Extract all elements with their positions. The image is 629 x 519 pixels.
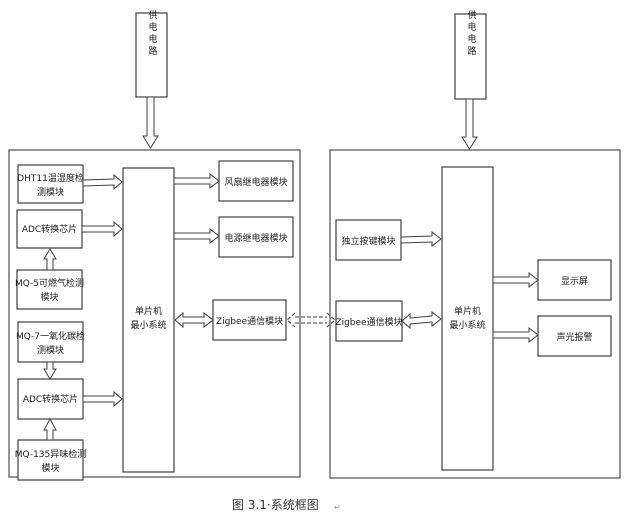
adc-chip-2-label: ADC转换芯片	[23, 393, 78, 405]
adc2-to-mcu-arrow	[82, 390, 123, 408]
mq135-label-line2: 模块	[41, 462, 59, 474]
power-relay-label: 电源继电器模块	[224, 232, 287, 244]
paragraph-mark: ↵	[334, 503, 341, 512]
key-to-mcu-arrow	[400, 230, 442, 248]
adc1-to-mcu-arrow	[81, 220, 123, 238]
right-zigbee-module: Zigbee通信模块	[335, 300, 403, 342]
mcu-to-alarm-arrow	[492, 326, 539, 344]
mq135-module: MQ-135异味检测 模块	[15, 439, 87, 481]
mq5-to-adc1-arrow	[43, 248, 57, 271]
alarm-label: 声光报警	[556, 331, 592, 343]
figure-caption: 图 3.1·系统框图	[232, 498, 319, 512]
mq135-to-adc2-arrow	[43, 417, 57, 441]
mcu-to-fan-relay-arrow	[173, 172, 220, 190]
right-zigbee-label: Zigbee通信模块	[335, 316, 402, 328]
key-module-label: 独立按键模块	[341, 235, 395, 247]
fan-relay-module: 风扇继电器模块	[218, 160, 294, 202]
left-mcu-label-line1: 单片机	[135, 305, 162, 317]
left-zigbee-label: Zigbee通信模块	[216, 315, 283, 327]
adc-chip-1-label: ADC转换芯片	[22, 223, 77, 235]
mq7-module: MQ-7一氧化碳检 测模块	[16, 321, 85, 363]
dht11-to-mcu-arrow	[82, 173, 123, 191]
mcu-to-power-relay-arrow	[173, 227, 220, 245]
left-power-block: 供电电路	[135, 9, 168, 98]
display-label: 显示屏	[561, 276, 588, 287]
alarm-module: 声光报警	[537, 315, 612, 357]
mq7-to-adc2-arrow	[43, 361, 57, 380]
left-mcu-label-line2: 最小系统	[130, 319, 166, 331]
display-module: 显示屏	[537, 259, 612, 301]
power-relay-module: 电源继电器模块	[218, 216, 294, 258]
mq7-label-line1: MQ-7一氧化碳检	[16, 330, 85, 342]
key-module: 独立按键模块	[335, 219, 402, 261]
mcu-zigbee-bidirectional-arrow	[174, 311, 214, 329]
mq5-label-line1: MQ-5可燃气检测	[15, 277, 84, 289]
mq135-label-line1: MQ-135异味检测	[15, 448, 87, 460]
adc-chip-1: ADC转换芯片	[16, 209, 83, 249]
right-mcu-block: 单片机 最小系统	[441, 166, 494, 471]
dht11-label-line2: 测模块	[37, 186, 64, 198]
mq5-module: MQ-5可燃气检测 模块	[15, 269, 84, 310]
adc-chip-2: ADC转换芯片	[17, 378, 84, 420]
right-power-arrow	[461, 98, 478, 150]
left-power-arrow	[142, 96, 159, 149]
mq7-label-line2: 测模块	[37, 344, 64, 356]
mcu-to-display-arrow	[492, 271, 539, 289]
dht11-module: DHT11温湿度检 测模块	[17, 164, 84, 204]
left-system-panel	[8, 149, 301, 478]
right-system-panel	[329, 149, 621, 479]
dht11-label-line1: DHT11温湿度检	[17, 172, 84, 184]
right-mcu-label-line1: 单片机	[454, 305, 481, 317]
zigbee-mcu-bidirectional-arrow	[401, 310, 442, 330]
fan-relay-label: 风扇继电器模块	[224, 176, 287, 188]
left-mcu-block: 单片机 最小系统	[122, 167, 175, 473]
right-power-block: 供电电路	[454, 9, 487, 100]
left-zigbee-module: Zigbee通信模块	[212, 299, 287, 341]
wireless-link-arrow	[286, 312, 336, 328]
left-power-label: 供电电路	[147, 9, 158, 58]
right-mcu-label-line2: 最小系统	[449, 319, 485, 331]
mq5-label-line2: 模块	[40, 291, 58, 303]
right-power-label: 供电电路	[466, 9, 477, 58]
